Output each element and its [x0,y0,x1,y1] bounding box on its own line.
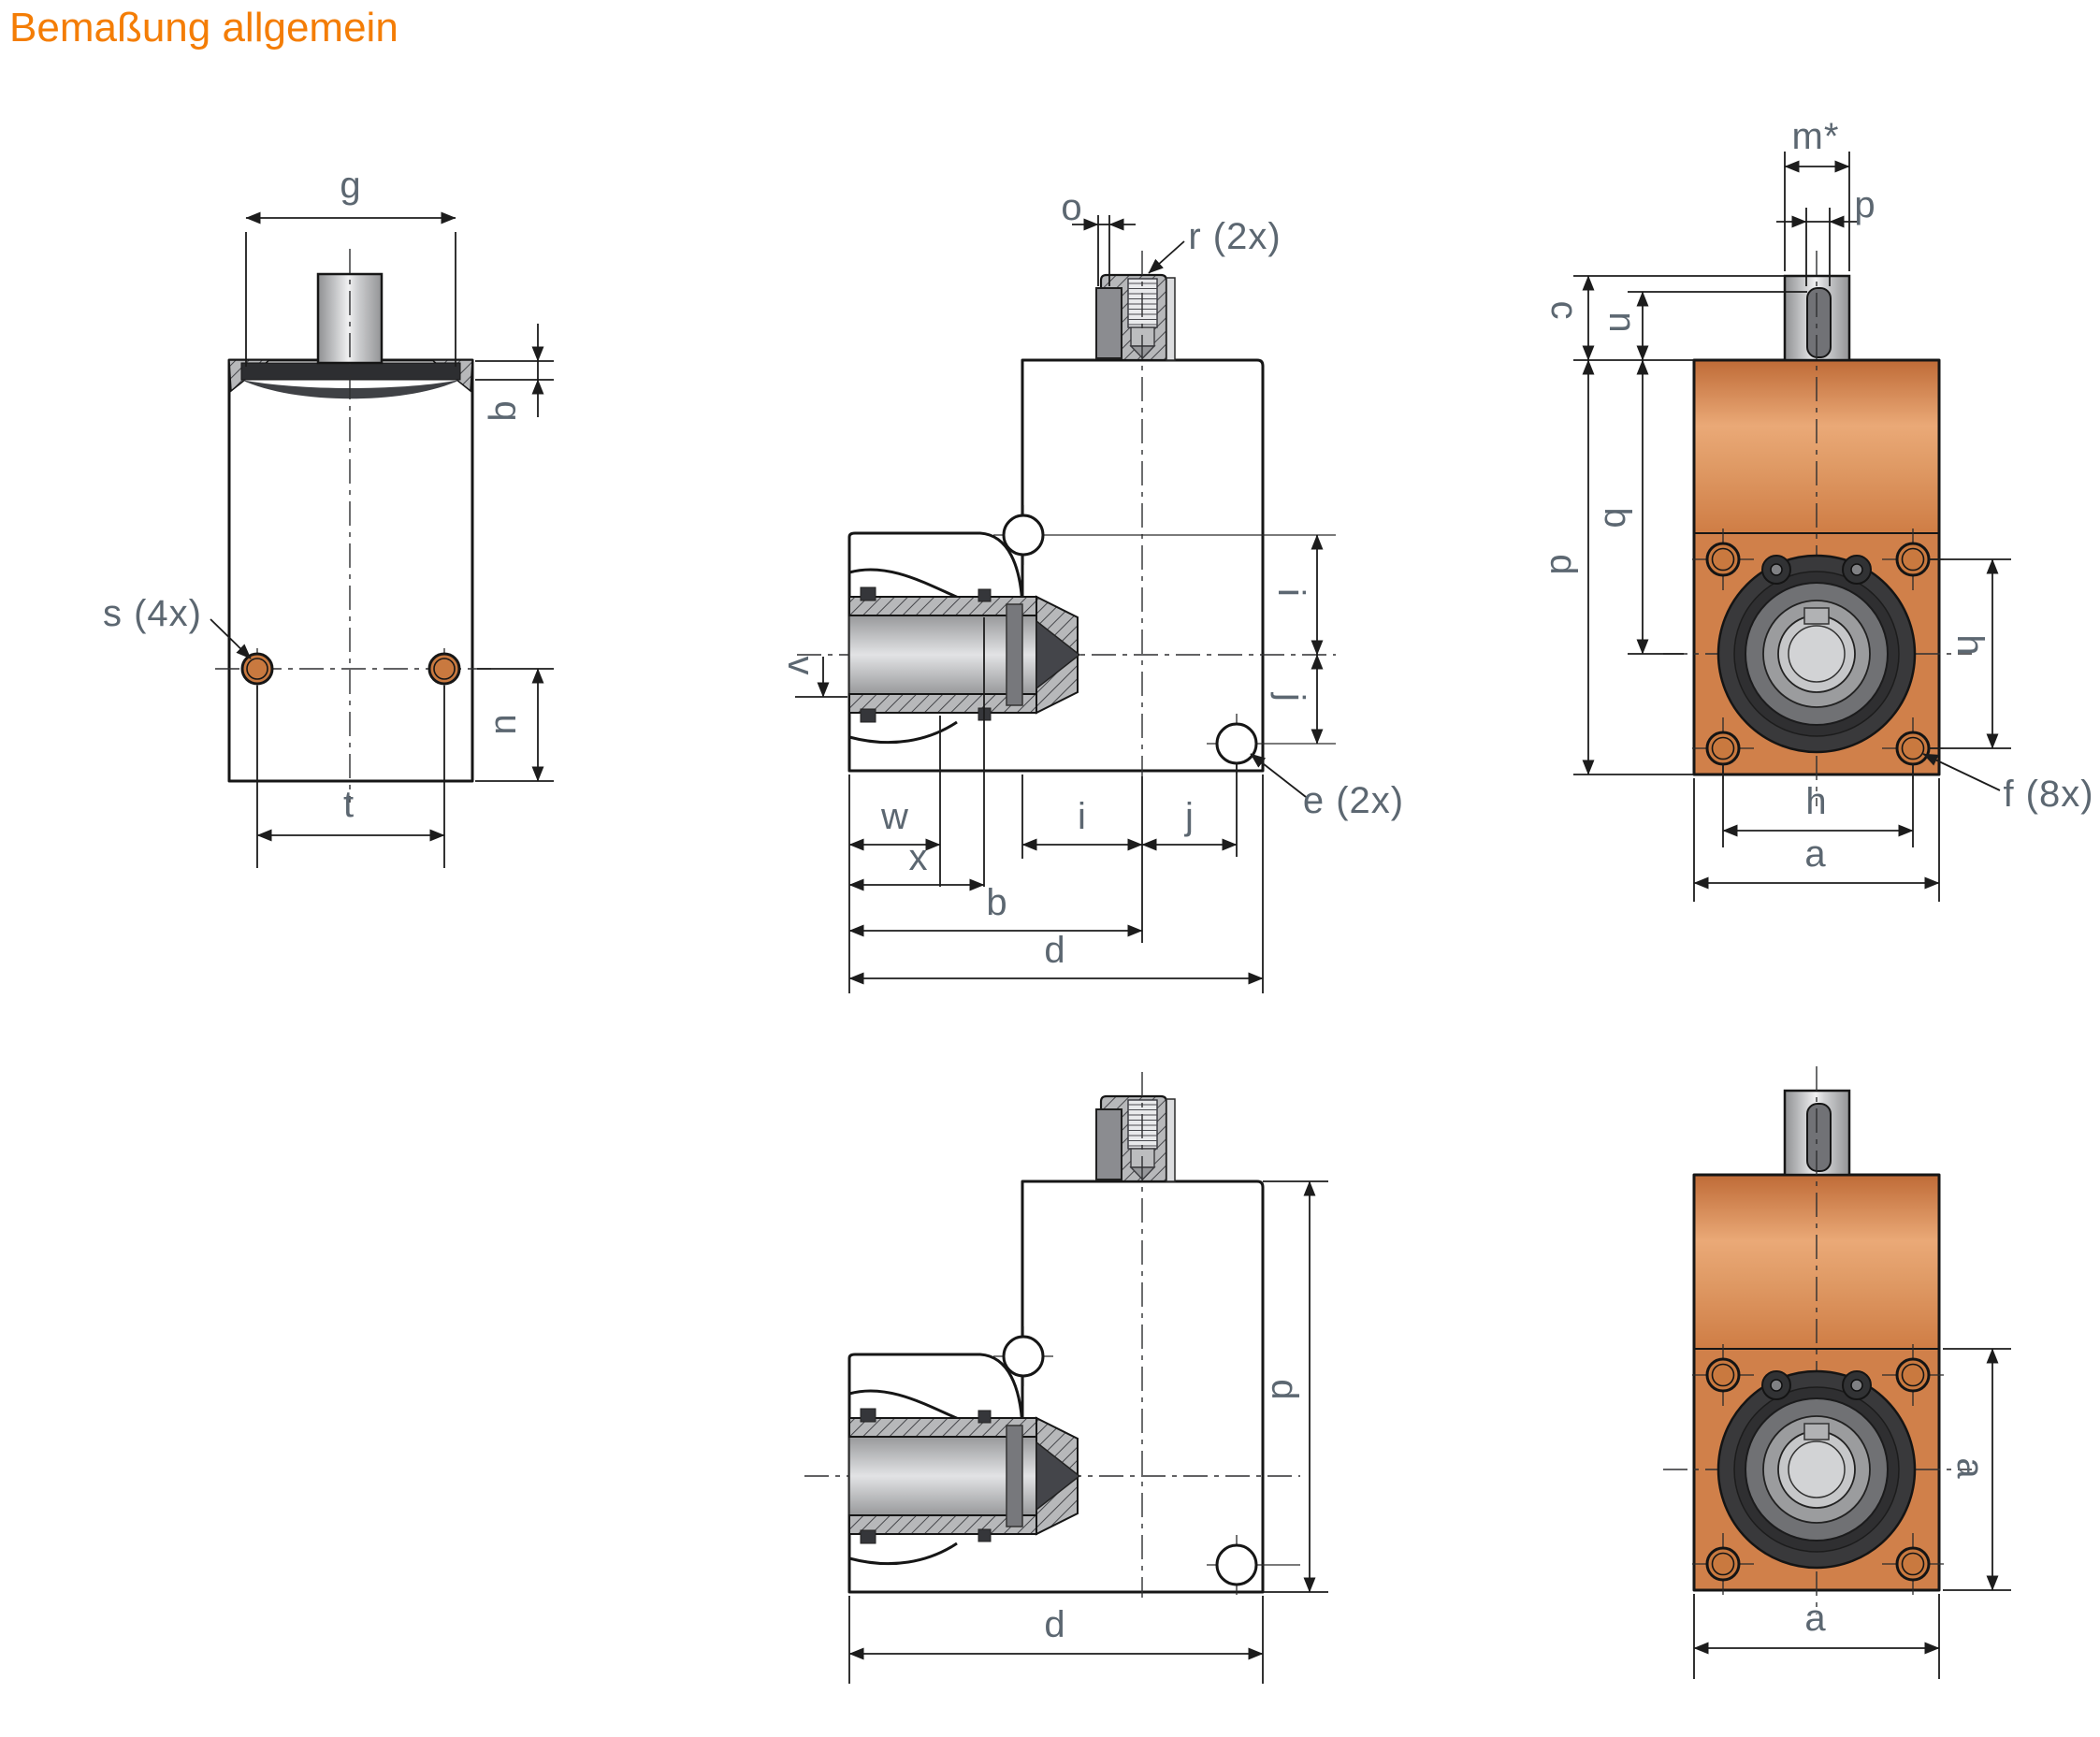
dim-label-n: n [1601,311,1643,334]
seal-band [240,362,461,381]
dim-label-a-right: a [1949,1457,1991,1480]
dim-label-c: c [1543,300,1585,321]
mounting-hole [240,648,274,689]
dim-label-d: d [1044,930,1066,971]
dim-label-s: s (4x) [103,593,202,634]
dim-label-q: q [487,400,529,423]
leader-e [1250,753,1307,798]
view-section-top [795,215,1336,993]
keyway-slot [1806,1103,1832,1172]
dim-label-w: w [881,796,909,837]
dim-label-j-right: j [1270,693,1311,702]
housing-body-L [847,1180,1265,1594]
dim-label-i-bottom: i [1078,796,1087,837]
dim-label-h-right: h [1949,634,1991,657]
dim-label-b-front: b [1597,507,1638,529]
view-section-bottom [804,1072,1328,1684]
view-front-bottom [1663,1066,2011,1679]
seal-dip [241,380,460,399]
pin-hole [1207,1535,1300,1595]
dim-label-d-right: d [1264,1379,1305,1401]
page-title: Bemaßung allgemein [9,5,398,51]
dim-label-v: v [780,656,821,676]
dim-label-f: f (8x) [2003,774,2094,815]
dim-label-a-bottom: a [1804,1598,1827,1639]
dimensions-side-left [210,211,554,868]
leader-s [210,618,252,659]
keyway-slot [1806,287,1832,358]
leader-f [1922,753,2001,791]
leader-r [1148,240,1185,274]
dim-label-u: u [487,714,529,736]
dim-label-x: x [908,837,929,878]
dim-label-d-bottom: d [1044,1604,1066,1645]
mounting-hole [427,648,461,689]
dim-label-p: p [1854,184,1876,225]
dim-label-r: r (2x) [1188,216,1282,257]
dimensions-section-top [795,215,1324,993]
dim-label-b: b [986,882,1008,923]
housing-body [227,358,474,783]
dimensions-section-bottom [848,1180,1328,1684]
view-front-top [1573,152,2011,902]
dim-label-t: t [342,784,355,825]
dim-label-j-bottom: j [1185,796,1195,837]
dim-label-o: o [1061,187,1083,228]
view-side-left [210,211,554,868]
pin-hole [993,505,1336,565]
dimensions-front-bottom [1693,1348,2011,1679]
dimensions-front-top [1573,152,2011,902]
housing-body-L [847,358,1265,773]
dim-label-m: m* [1791,116,1840,157]
dim-label-d-front: d [1542,554,1584,576]
dim-label-a: a [1804,833,1827,875]
dim-label-g: g [340,165,362,206]
dim-label-e: e (2x) [1302,780,1405,821]
dim-label-i-right: i [1270,588,1311,598]
dim-label-h-bottom: h [1805,781,1828,822]
pin-hole [993,1326,1053,1386]
